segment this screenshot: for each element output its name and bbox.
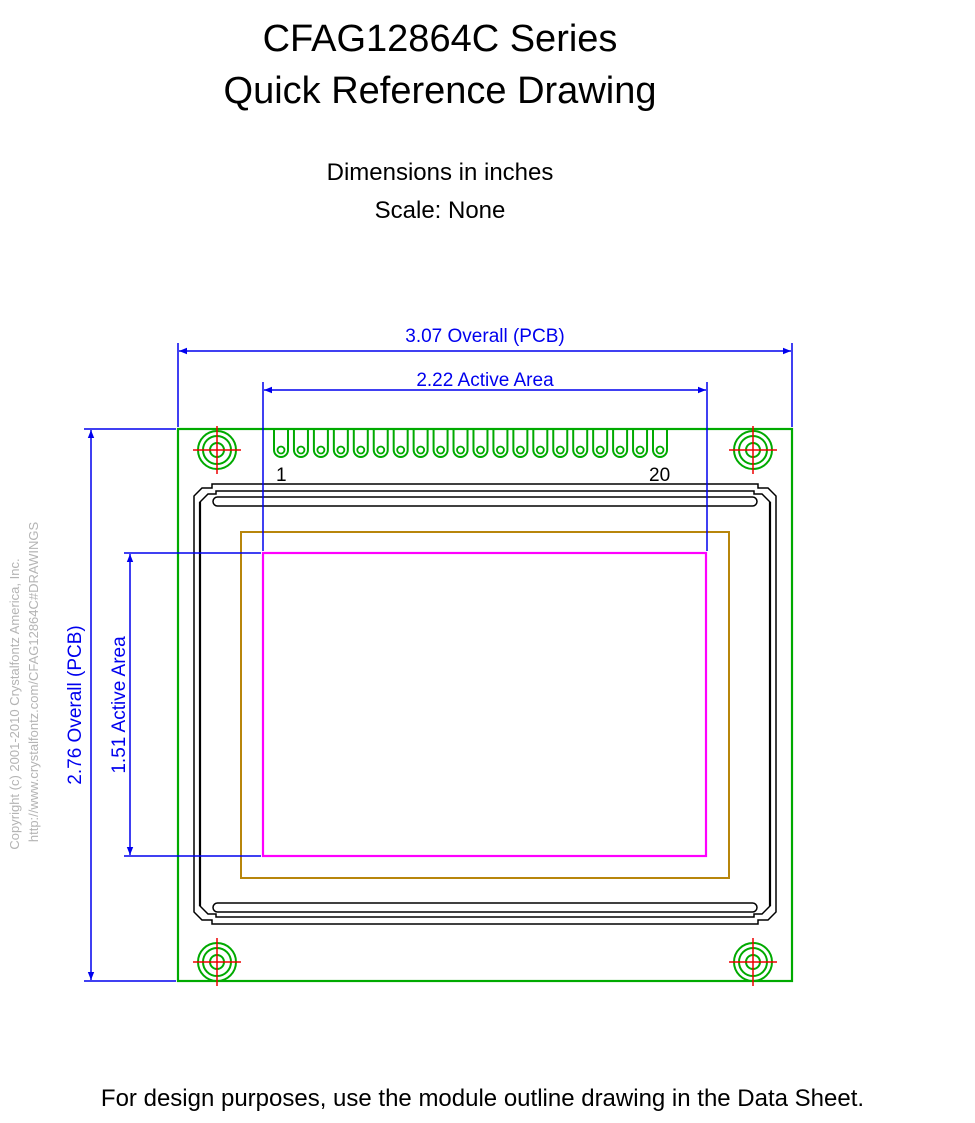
dimension-active-height	[124, 552, 261, 857]
pin-pad	[572, 430, 589, 458]
dimension-overall-width	[177, 343, 793, 427]
pin-pad	[412, 430, 429, 458]
pin-pad	[472, 430, 489, 458]
bezel-frame	[193, 483, 777, 925]
pin-pad	[432, 430, 449, 458]
pin-pad	[292, 430, 309, 458]
pin-20-label: 20	[649, 465, 670, 486]
design-note: For design purposes, use the module outl…	[100, 1085, 865, 1112]
scale-note: Scale: None	[374, 197, 506, 224]
copyright-line2: http://www.crystalfontz.com/CFAG12864C#D…	[26, 522, 41, 843]
dimension-overall-height	[84, 428, 176, 982]
copyright-line1: Copyright (c) 2001-2010 Crystalfontz Ame…	[7, 558, 22, 849]
active-area	[261, 551, 708, 858]
drawing-title-line1: CFAG12864C Series	[262, 18, 618, 60]
pcb-outline	[176, 427, 794, 983]
dimension-active-width	[262, 382, 708, 551]
mounting-hole-top-right	[729, 426, 777, 474]
pin-pad	[592, 430, 609, 458]
pin-1-label: 1	[276, 465, 287, 486]
active-height-label: 1.51 Active Area	[109, 636, 130, 774]
pin-pad	[352, 430, 369, 458]
overall-height-label: 2.76 Overall (PCB)	[65, 625, 86, 784]
active-width-label: 2.22 Active Area	[416, 370, 554, 391]
pin-pad	[273, 430, 289, 458]
viewing-area	[240, 531, 730, 879]
mounting-hole-top-left	[193, 426, 241, 474]
pin-pad	[312, 430, 329, 458]
pin-pad	[612, 430, 629, 458]
pin-pad	[372, 430, 389, 458]
overall-width-label: 3.07 Overall (PCB)	[405, 326, 564, 347]
mounting-hole-bottom-right	[729, 938, 777, 986]
pin-pad	[652, 430, 668, 458]
pin-pad	[532, 430, 549, 458]
pin-pad	[492, 430, 509, 458]
mounting-hole-bottom-left	[193, 938, 241, 986]
pin-pad	[632, 430, 649, 458]
units-note: Dimensions in inches	[326, 159, 554, 186]
pin-pad	[332, 430, 349, 458]
pin-pad	[452, 430, 469, 458]
pin-pad	[512, 430, 529, 458]
pin-header	[273, 430, 668, 458]
drawing-title-line2: Quick Reference Drawing	[223, 70, 657, 112]
pin-pad	[392, 430, 409, 458]
pin-pad	[552, 430, 569, 458]
